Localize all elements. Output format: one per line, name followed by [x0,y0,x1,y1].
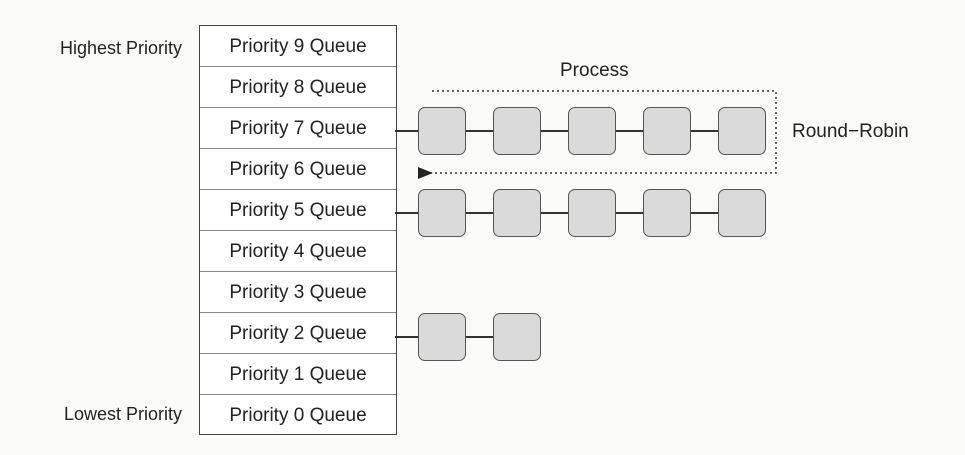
queue-priority-3: Priority 3 Queue [200,272,396,313]
process-box [493,313,541,361]
process-label: Process [560,60,629,81]
queue-priority-6: Priority 6 Queue [200,149,396,190]
queue-priority-4: Priority 4 Queue [200,231,396,272]
queue-priority-5: Priority 5 Queue [200,190,396,231]
queue-priority-1: Priority 1 Queue [200,354,396,395]
queue-priority-8: Priority 8 Queue [200,67,396,108]
process-box [493,189,541,237]
process-box [643,107,691,155]
lowest-priority-label: Lowest Priority [63,404,182,424]
process-box [418,107,466,155]
process-box [718,189,766,237]
process-box [418,189,466,237]
process-box [568,189,616,237]
process-box [568,107,616,155]
process-box [418,313,466,361]
queue-priority-7: Priority 7 Queue [200,108,396,149]
queue-priority-0: Priority 0 Queue [229,405,367,426]
process-box [493,107,541,155]
queue-priority-2: Priority 2 Queue [200,313,396,354]
process-box [718,107,766,155]
round-robin-label: Round−Robin [792,121,909,142]
priority-queue-stack: Priority 9 Queue Priority 8 Queue Priori… [199,25,397,435]
queue-priority-9: Priority 9 Queue [200,26,396,67]
highest-priority-label: Highest Priority [59,38,182,58]
process-box [643,189,691,237]
